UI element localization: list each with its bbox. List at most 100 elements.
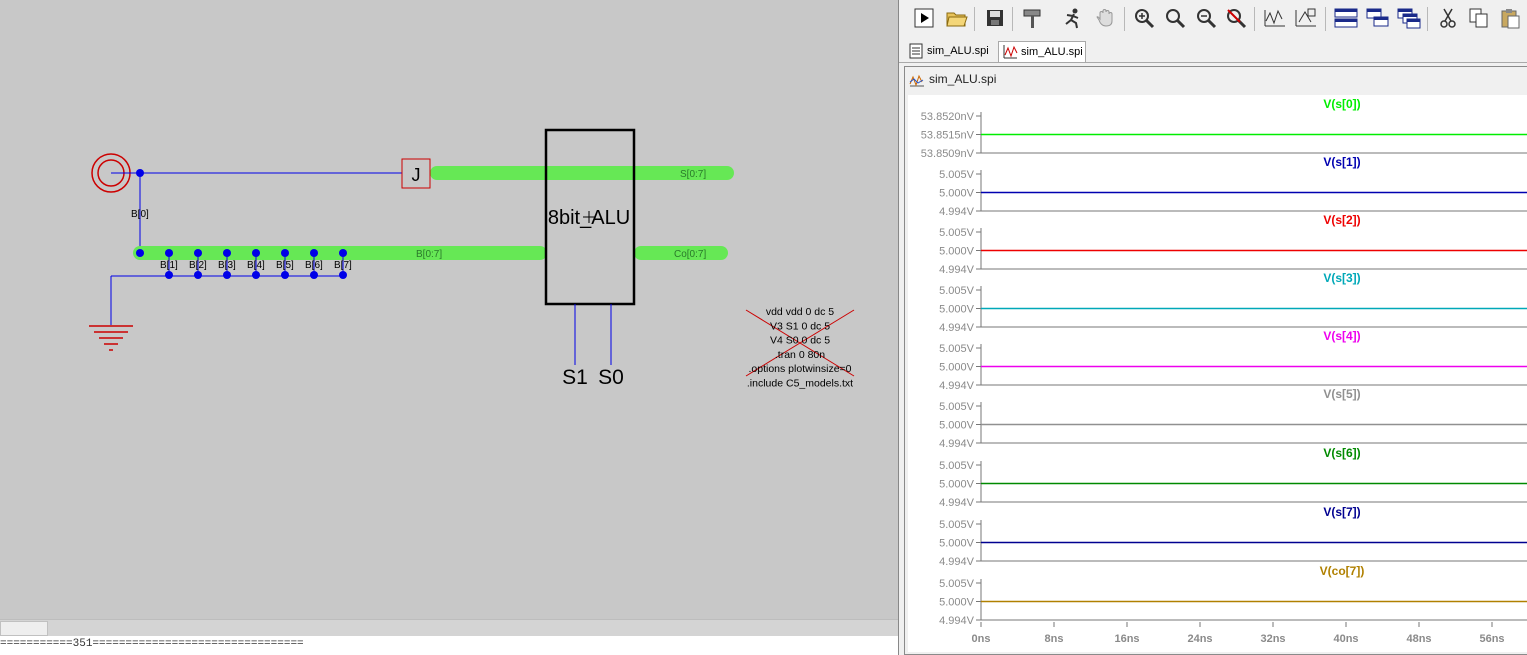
- bus-tap-dot: [310, 249, 318, 257]
- y-tick-label: 5.000V: [939, 246, 975, 258]
- zoom-in-icon[interactable]: [1131, 5, 1157, 31]
- bus-tap-dot: [194, 249, 202, 257]
- open-icon[interactable]: [944, 5, 970, 31]
- trace-name[interactable]: V(s[6]): [1323, 446, 1360, 460]
- waveform-icon: [909, 72, 925, 96]
- y-tick-label: 4.994V: [939, 497, 975, 509]
- x-tick-label: 56ns: [1479, 633, 1504, 645]
- y-tick-label: 5.000V: [939, 304, 975, 316]
- schematic-editor[interactable]: B[0] B[1]B[2]B[3]B[4]B[5]B[6]B[7] B[0:7]…: [0, 0, 898, 655]
- trace-name[interactable]: V(s[3]): [1323, 271, 1360, 285]
- directive-line: vdd vdd 0 dc 5: [766, 306, 834, 318]
- ground-symbol[interactable]: [89, 275, 344, 351]
- ground-tap-dot: [339, 271, 347, 279]
- trace-name[interactable]: V(s[5]): [1323, 387, 1360, 401]
- toolbar: [899, 0, 1527, 39]
- bus-tap-dot: [165, 249, 173, 257]
- horizontal-scrollbar[interactable]: [0, 619, 898, 636]
- bus-taps[interactable]: [136, 169, 347, 279]
- ground-tap-dot: [194, 271, 202, 279]
- spice-directives[interactable]: vdd vdd 0 dc 5V3 S1 0 dc 5V4 S0 0 dc 5.t…: [747, 306, 853, 390]
- waveform-icon[interactable]: [1262, 5, 1288, 31]
- y-tick-label: 5.005V: [939, 169, 975, 181]
- x-tick-label: 48ns: [1406, 633, 1431, 645]
- window-title-text: sim_ALU.spi: [929, 72, 997, 86]
- y-tick-label: 4.994V: [939, 206, 975, 218]
- bus-b-label: B[0:7]: [416, 249, 442, 260]
- waveform-viewer[interactable]: sim_ALU.spi sim_ALU.spi sim_ALU.spi 53.8…: [898, 0, 1527, 655]
- s1-label: S1: [562, 366, 588, 389]
- status-line: ===========351==========================…: [0, 636, 898, 655]
- hand-icon[interactable]: [1092, 5, 1118, 31]
- y-tick-label: 4.994V: [939, 380, 975, 392]
- tab-netlist[interactable]: sim_ALU.spi: [905, 41, 997, 62]
- directive-line: V3 S1 0 dc 5: [770, 320, 830, 332]
- zoom-fit-icon[interactable]: [1162, 5, 1188, 31]
- zoom-out-icon[interactable]: [1193, 5, 1219, 31]
- ground-tap-dot: [165, 271, 173, 279]
- waveform-icon: [1003, 44, 1018, 67]
- trace-name[interactable]: V(co[7]): [1320, 564, 1365, 578]
- net-label-b0: B[0]: [131, 209, 149, 220]
- bus-s[interactable]: [430, 166, 734, 180]
- trace-name[interactable]: V(s[4]): [1323, 329, 1360, 343]
- y-tick-label: 5.005V: [939, 578, 975, 590]
- zoom-cancel-icon[interactable]: [1223, 5, 1249, 31]
- tile-vertical-icon[interactable]: [1396, 5, 1422, 31]
- bus-co-label: Co[0:7]: [674, 249, 706, 260]
- ground-tap-dot: [252, 271, 260, 279]
- y-tick-label: 5.005V: [939, 519, 975, 531]
- net-label: B[3]: [218, 260, 236, 271]
- cascade-icon[interactable]: [1365, 5, 1391, 31]
- copy-icon[interactable]: [1466, 5, 1492, 31]
- hammer-icon[interactable]: [1020, 5, 1046, 31]
- tab-waveform[interactable]: sim_ALU.spi: [998, 41, 1086, 62]
- save-icon[interactable]: [982, 5, 1008, 31]
- run-man-icon[interactable]: [1059, 5, 1085, 31]
- y-tick-label: 5.000V: [939, 597, 975, 609]
- trace-name[interactable]: V(s[1]): [1323, 155, 1360, 169]
- text-file-icon: [909, 43, 924, 66]
- y-tick-label: 4.994V: [939, 556, 975, 568]
- y-tick-label: 5.000V: [939, 362, 975, 374]
- port-j[interactable]: [401, 158, 431, 189]
- alu-label: 8bit_ALU: [548, 207, 630, 229]
- waveform-edit-icon[interactable]: [1293, 5, 1319, 31]
- ground-tap-dot: [223, 271, 231, 279]
- x-tick-label: 24ns: [1187, 633, 1212, 645]
- bus-co[interactable]: [634, 246, 728, 260]
- schematic-canvas[interactable]: B[0] B[1]B[2]B[3]B[4]B[5]B[6]B[7] B[0:7]…: [0, 0, 898, 619]
- run-icon[interactable]: [911, 5, 937, 31]
- net-label: B[2]: [189, 260, 207, 271]
- window-title: sim_ALU.spi: [905, 67, 1527, 91]
- tab-label: sim_ALU.spi: [927, 45, 989, 57]
- bus-tap-dot: [339, 249, 347, 257]
- y-tick-label: 5.005V: [939, 460, 975, 472]
- junction-dot: [136, 169, 144, 177]
- y-tick-label: 4.994V: [939, 322, 975, 334]
- trace-name[interactable]: V(s[0]): [1323, 97, 1360, 111]
- trace-name[interactable]: V(s[7]): [1323, 505, 1360, 519]
- directive-line: .include C5_models.txt: [747, 378, 853, 390]
- trace-name[interactable]: V(s[2]): [1323, 213, 1360, 227]
- scrollbar-thumb[interactable]: [0, 621, 48, 636]
- y-tick-label: 5.005V: [939, 401, 975, 413]
- tile-horizontal-icon[interactable]: [1333, 5, 1359, 31]
- paste-icon[interactable]: [1497, 5, 1523, 31]
- bus-tap-dot: [223, 249, 231, 257]
- cut-icon[interactable]: [1435, 5, 1461, 31]
- s0-label: S0: [598, 366, 624, 389]
- alu-block[interactable]: [544, 128, 636, 306]
